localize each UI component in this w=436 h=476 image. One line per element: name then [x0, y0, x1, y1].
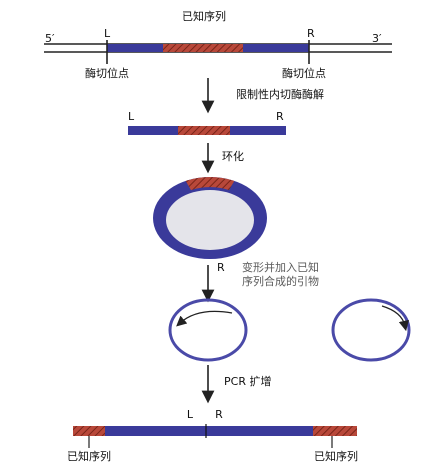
circle-stage-right-label: R	[217, 261, 225, 274]
product-host-dna	[105, 426, 313, 436]
product-known-sequence-right	[313, 426, 357, 436]
step-label-denature-line2: 序列合成的引物	[242, 274, 319, 288]
single-strand-circle-right	[331, 298, 411, 362]
step-label-denature-line1: 变形并加入已知	[242, 260, 319, 274]
step-label-pcr: PCR 扩增	[224, 374, 271, 388]
five-prime-label: 5′	[45, 32, 55, 45]
circular-dna-known-sequence	[185, 177, 235, 191]
left-end-label-top: L	[104, 27, 111, 40]
cut-site-label-left: 酶切位点	[85, 66, 129, 80]
primer-arrow-left	[176, 310, 233, 327]
cut-site-label-right: 酶切位点	[282, 66, 326, 80]
final-left-label: L	[187, 408, 194, 421]
host-dna-segment-left	[107, 44, 163, 52]
known-sequence-label-bottom-left: 已知序列	[67, 449, 111, 463]
known-sequence-label-bottom-right: 已知序列	[314, 449, 358, 463]
host-dna-segment-right	[243, 44, 309, 52]
fragment-host-right	[230, 126, 286, 135]
fragment-right-label: R	[276, 110, 284, 123]
fragment-known-sequence	[178, 126, 230, 135]
primer-arrow-right	[381, 305, 409, 332]
known-sequence-segment-top	[163, 44, 243, 52]
fragment-left-label: L	[128, 110, 135, 123]
final-right-label: R	[215, 408, 223, 421]
circular-dna-center	[166, 190, 254, 250]
fragment-host-left	[128, 126, 178, 135]
three-prime-label: 3′	[372, 32, 382, 45]
right-end-label-top: R	[307, 27, 315, 40]
single-strand-circle-left	[168, 298, 248, 362]
product-known-sequence-left	[73, 426, 105, 436]
known-sequence-label-top: 已知序列	[182, 9, 226, 23]
step-label-circularize: 环化	[222, 149, 244, 163]
step-label-digest: 限制性内切酶酶解	[236, 87, 324, 101]
